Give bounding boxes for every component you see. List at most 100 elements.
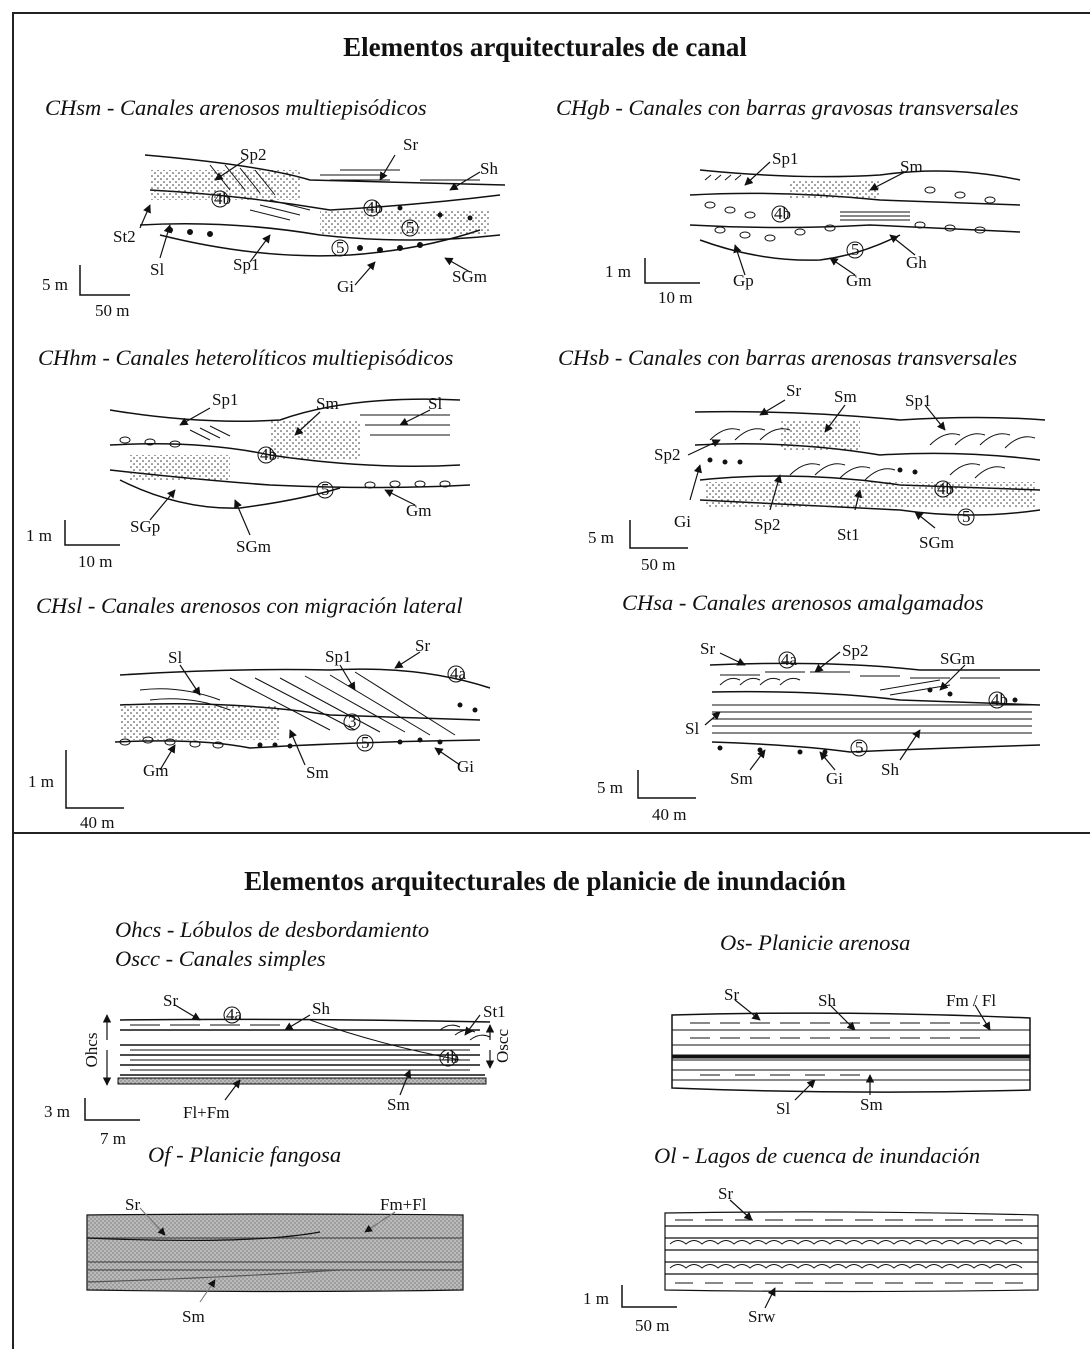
label-chsa-sp2: Sp2 bbox=[842, 641, 868, 660]
label-chsm-sh: Sh bbox=[480, 159, 498, 178]
label-chsm-sp1: Sp1 bbox=[233, 255, 259, 274]
svg-text:4a: 4a bbox=[781, 650, 798, 669]
label-ohcs-sm: Sm bbox=[387, 1095, 410, 1114]
label-chsa-sgm: SGm bbox=[940, 649, 975, 668]
scale-h-chsl: 40 m bbox=[80, 813, 114, 832]
label-chsb-sr: Sr bbox=[786, 381, 801, 400]
label-chhm-sl: Sl bbox=[428, 394, 442, 413]
svg-text:4b: 4b bbox=[366, 198, 383, 217]
svg-text:4b: 4b bbox=[991, 690, 1008, 709]
label-ohcs-sr: Sr bbox=[163, 991, 178, 1010]
label-chsb-sm: Sm bbox=[834, 387, 857, 406]
label-chhm-sgp: SGp bbox=[130, 517, 160, 536]
label-os-sh: Sh bbox=[818, 991, 836, 1010]
label-chsb-sp1: Sp1 bbox=[905, 391, 931, 410]
svg-text:5: 5 bbox=[855, 738, 864, 757]
sketch-of bbox=[87, 1208, 463, 1302]
scale-v-chsm: 5 m bbox=[42, 275, 68, 294]
scale-v-chsb: 5 m bbox=[588, 528, 614, 547]
scale-h-chsm: 50 m bbox=[95, 301, 129, 320]
label-ohcs-flfm: Fl+Fm bbox=[183, 1103, 229, 1122]
sketch-chgb: 4b 5 bbox=[645, 162, 1020, 283]
label-chsm-sgm: SGm bbox=[452, 267, 487, 286]
label-chsm-sl: Sl bbox=[150, 260, 164, 279]
scale-v-chsl: 1 m bbox=[28, 772, 54, 791]
label-chsl-gm: Gm bbox=[143, 761, 169, 780]
scale-v-ol: 1 m bbox=[583, 1289, 609, 1308]
scale-h-chsb: 50 m bbox=[641, 555, 675, 574]
label-ol-sr: Sr bbox=[718, 1184, 733, 1203]
label-chgb-gh: Gh bbox=[906, 253, 927, 272]
label-chsl-sl: Sl bbox=[168, 648, 182, 667]
label-os-sm: Sm bbox=[860, 1095, 883, 1114]
scale-h-ol: 50 m bbox=[635, 1316, 669, 1335]
label-chhm-sgm: SGm bbox=[236, 537, 271, 556]
svg-text:4b: 4b bbox=[937, 479, 954, 498]
scale-h-chhm: 10 m bbox=[78, 552, 112, 571]
label-chsl-sm: Sm bbox=[306, 763, 329, 782]
label-chhm-gm: Gm bbox=[406, 501, 432, 520]
svg-text:5: 5 bbox=[361, 733, 370, 752]
label-chsa-sm: Sm bbox=[730, 769, 753, 788]
label-of-fmfl: Fm+Fl bbox=[380, 1195, 427, 1214]
label-chsb-st1: St1 bbox=[837, 525, 860, 544]
sketch-chsl: 4a 3 5 bbox=[66, 652, 490, 808]
label-chgb-sp1: Sp1 bbox=[772, 149, 798, 168]
label-chsm-sp2: Sp2 bbox=[240, 145, 266, 164]
side-label-ohcs: Ohcs bbox=[82, 1033, 101, 1068]
sketch-ol bbox=[622, 1200, 1038, 1308]
label-chsb-sp2-left: Sp2 bbox=[654, 445, 680, 464]
svg-text:4a: 4a bbox=[450, 664, 467, 683]
label-chgb-gm: Gm bbox=[846, 271, 872, 290]
svg-text:3: 3 bbox=[348, 712, 357, 731]
label-chsb-sp2-bottom: Sp2 bbox=[754, 515, 780, 534]
scale-h-chgb: 10 m bbox=[658, 288, 692, 307]
label-chhm-sm: Sm bbox=[316, 394, 339, 413]
label-chsl-sr: Sr bbox=[415, 636, 430, 655]
label-chsl-sp1: Sp1 bbox=[325, 647, 351, 666]
label-of-sr: Sr bbox=[125, 1195, 140, 1214]
scale-v-chgb: 1 m bbox=[605, 262, 631, 281]
sketch-os bbox=[672, 1000, 1030, 1100]
label-ol-srw: Srw bbox=[748, 1307, 776, 1326]
svg-text:4b: 4b bbox=[214, 189, 231, 208]
svg-text:5: 5 bbox=[336, 238, 345, 257]
scale-v-chsa: 5 m bbox=[597, 778, 623, 797]
label-chsa-sl: Sl bbox=[685, 719, 699, 738]
svg-text:5: 5 bbox=[851, 240, 860, 259]
svg-text:5: 5 bbox=[962, 507, 971, 526]
label-chhm-sp1: Sp1 bbox=[212, 390, 238, 409]
label-chsm-gi: Gi bbox=[337, 277, 354, 296]
sketch-chhm: 4b 5 bbox=[65, 399, 470, 545]
label-os-sr: Sr bbox=[724, 985, 739, 1004]
label-ohcs-st1: St1 bbox=[483, 1002, 506, 1021]
scale-v-ohcs: 3 m bbox=[44, 1102, 70, 1121]
label-chsm-st2: St2 bbox=[113, 227, 136, 246]
svg-text:4b: 4b bbox=[260, 445, 277, 464]
svg-text:4a: 4a bbox=[226, 1005, 243, 1024]
svg-text:5: 5 bbox=[406, 218, 415, 237]
scale-h-ohcs: 7 m bbox=[100, 1129, 126, 1148]
label-os-sl: Sl bbox=[776, 1099, 790, 1118]
sketch-ohcs: 4a 4b bbox=[85, 1005, 490, 1120]
label-chsa-sh: Sh bbox=[881, 760, 899, 779]
label-chsb-gi: Gi bbox=[674, 512, 691, 531]
label-chgb-sm: Sm bbox=[900, 157, 923, 176]
side-label-oscc: Oscc bbox=[493, 1029, 512, 1063]
label-of-sm: Sm bbox=[182, 1307, 205, 1326]
svg-text:5: 5 bbox=[321, 480, 330, 499]
sketch-chsm: 4b 4b 5 5 bbox=[80, 155, 505, 295]
label-ohcs-sh: Sh bbox=[312, 999, 330, 1018]
scale-h-chsa: 40 m bbox=[652, 805, 686, 824]
scale-v-chhm: 1 m bbox=[26, 526, 52, 545]
label-chsb-sgm: SGm bbox=[919, 533, 954, 552]
label-chsa-gi: Gi bbox=[826, 769, 843, 788]
svg-text:4b: 4b bbox=[442, 1048, 459, 1067]
label-os-fmfl: Fm / Fl bbox=[946, 991, 996, 1010]
label-chsm-sr: Sr bbox=[403, 135, 418, 154]
label-chgb-gp: Gp bbox=[733, 271, 754, 290]
label-chsl-gi: Gi bbox=[457, 757, 474, 776]
label-chsa-sr: Sr bbox=[700, 639, 715, 658]
svg-text:4b: 4b bbox=[774, 204, 791, 223]
